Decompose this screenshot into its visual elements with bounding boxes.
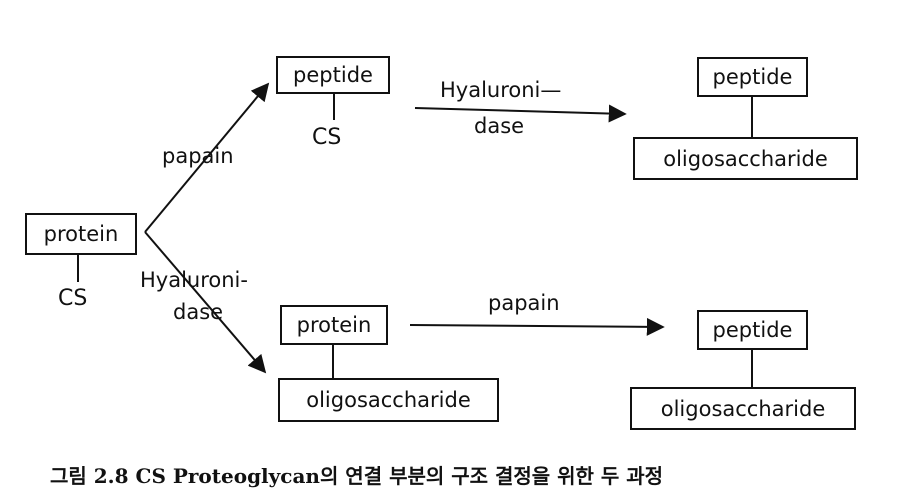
edge-label-hyaluronidase-lower-2: dase: [173, 300, 224, 324]
arrow-papain-lower: [409, 317, 665, 336]
node-protein-start: protein: [25, 213, 137, 255]
arrow-hyaluronidase-upper: [414, 104, 627, 123]
node-oligo-bottom: oligosaccharide: [278, 378, 499, 422]
node-oligo-top-right: oligosaccharide: [633, 137, 858, 180]
node-peptide-top-right: peptide: [697, 57, 808, 97]
node-oligo-bottom-right: oligosaccharide: [630, 387, 856, 430]
node-peptide-bottom-right: peptide: [697, 310, 808, 350]
edge-label-hyaluronidase-upper-2: dase: [474, 114, 525, 138]
arrow-papain-upper: [144, 82, 270, 233]
arrow-hyaluronidase-lower: [144, 231, 267, 374]
edge-label-papain-upper: papain: [162, 144, 234, 168]
node-cs-top: CS: [312, 125, 342, 150]
node-peptide-top: peptide: [276, 56, 390, 94]
figure-caption: 그림 2.8 CS Proteoglycan의 연결 부분의 구조 결정을 위한…: [50, 464, 664, 488]
node-protein-bottom: protein: [280, 305, 388, 345]
edge-label-hyaluronidase-upper-1: Hyaluroni—: [440, 78, 562, 102]
node-cs-start: CS: [58, 286, 88, 311]
edge-label-hyaluronidase-lower-1: Hyaluroni-: [140, 268, 248, 292]
edge-label-papain-lower: papain: [488, 291, 560, 315]
